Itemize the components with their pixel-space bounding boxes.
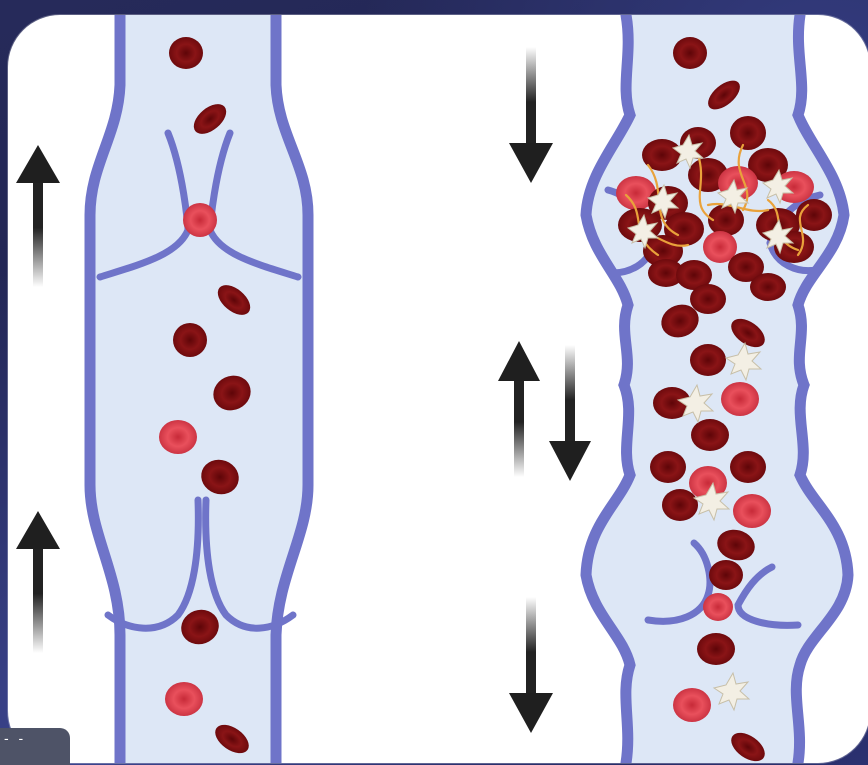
red-blood-cell-icon: [673, 37, 707, 69]
thrombosed-vein-left-wall: [586, 15, 630, 763]
red-blood-cell-icon: [662, 489, 698, 521]
up-arrow-icon: [16, 511, 60, 653]
red-blood-cell-icon: [690, 284, 726, 314]
down-arrow-icon: [509, 597, 553, 733]
up-arrow-icon: [16, 145, 60, 287]
red-blood-cell-icon: [183, 203, 217, 237]
red-blood-cell-icon: [691, 419, 729, 451]
healthy-vein: [90, 15, 308, 763]
red-blood-cell-icon: [690, 344, 726, 376]
red-blood-cell-icon: [709, 560, 743, 590]
red-blood-cell-icon: [730, 451, 766, 483]
down-arrow-icon: [509, 47, 553, 183]
red-blood-cell-icon: [697, 633, 735, 665]
red-blood-cell-icon: [169, 37, 203, 69]
thrombosed-vein: [586, 15, 848, 763]
red-blood-cell-icon: [721, 382, 759, 416]
red-blood-cell-icon: [703, 593, 733, 621]
thrombosed-vein-right-wall: [796, 15, 848, 763]
up-arrow-icon: [498, 341, 540, 477]
down-arrow-icon: [549, 345, 591, 481]
red-blood-cell-icon: [733, 494, 771, 528]
red-blood-cell-icon: [650, 451, 686, 483]
red-blood-cell-icon: [159, 420, 197, 454]
red-blood-cell-icon: [165, 682, 203, 716]
red-blood-cell-icon: [173, 323, 207, 357]
diagram-panel: [8, 15, 868, 763]
slide-footer-tab: - -: [0, 728, 70, 765]
red-blood-cell-icon: [750, 273, 786, 301]
footer-mark: - -: [4, 730, 26, 746]
red-blood-cell-icon: [673, 688, 711, 722]
